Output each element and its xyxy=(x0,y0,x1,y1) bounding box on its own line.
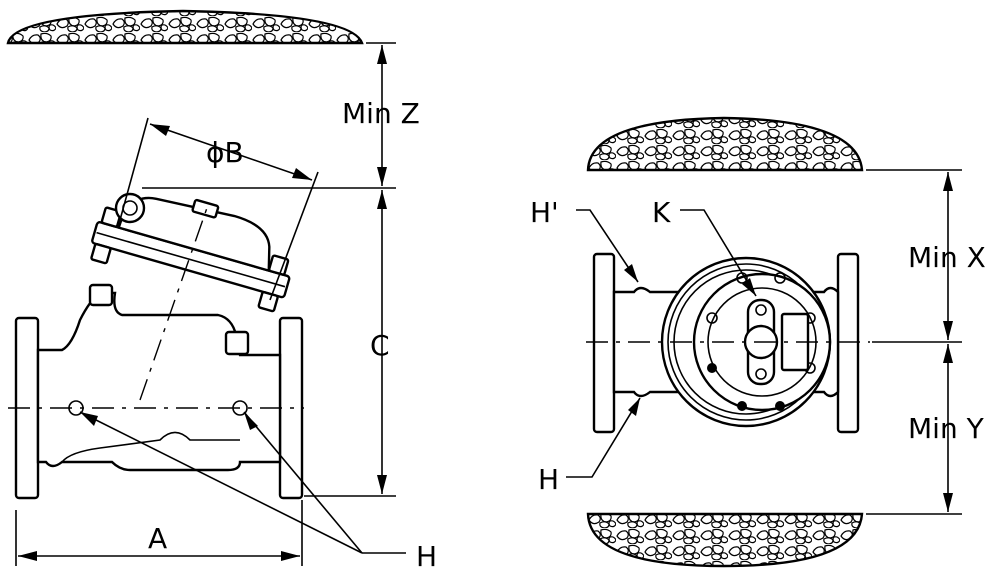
h-end-arrow xyxy=(628,398,640,416)
h-prime-leader xyxy=(576,209,639,283)
end-view: Min X Min Y H' K H xyxy=(530,116,986,568)
boss-hole-top xyxy=(755,304,767,316)
min-x-arrow-bottom xyxy=(943,321,953,340)
bolt-hole-8 xyxy=(706,312,718,324)
nut-lower-left xyxy=(88,283,114,307)
lifting-eye xyxy=(114,192,146,224)
end-left-flange xyxy=(592,252,616,434)
bolt-right-bottom xyxy=(257,291,279,313)
bolt-hole-7 xyxy=(707,363,717,373)
k-arrow xyxy=(742,278,756,296)
c-arrow-top xyxy=(377,190,387,209)
cover-boss xyxy=(191,198,220,219)
side-view: ϕB Min Z C A H xyxy=(6,9,437,572)
bolt-right-top xyxy=(268,254,290,276)
label-min-y: Min Y xyxy=(908,412,985,445)
h-leader-right xyxy=(243,411,363,554)
label-phi-b: ϕB xyxy=(206,136,244,169)
min-z-arrow-top xyxy=(377,45,387,64)
phib-ext-left xyxy=(119,117,149,221)
label-k: K xyxy=(652,196,671,229)
label-c: C xyxy=(370,329,390,362)
bolt-left-bottom xyxy=(90,243,112,265)
h-arrow-left xyxy=(80,412,98,426)
min-z-arrow-bottom xyxy=(377,167,387,186)
min-x-arrow-top xyxy=(943,172,953,191)
label-min-z: Min Z xyxy=(342,97,420,130)
phib-dimension-line xyxy=(149,123,313,181)
c-arrow-bottom xyxy=(377,475,387,494)
bottom-gravel-end xyxy=(586,512,864,568)
bonnet-assembly xyxy=(90,196,291,313)
bolt-hole-6 xyxy=(737,401,747,411)
phib-arrow-left xyxy=(150,124,170,136)
label-a: A xyxy=(148,522,167,555)
bonnet-flange-seam xyxy=(96,231,286,288)
h-prime-arrow xyxy=(624,264,638,282)
bolt-hole-5 xyxy=(775,401,785,411)
min-y-arrow-bottom xyxy=(943,493,953,512)
k-leader xyxy=(680,209,757,297)
label-h-end: H xyxy=(538,463,559,496)
nut-lower-right xyxy=(224,330,250,356)
a-arrow-right xyxy=(281,551,300,561)
port-hole-right xyxy=(232,400,248,416)
label-min-x: Min X xyxy=(908,241,986,274)
h-end-leader xyxy=(566,397,641,478)
phib-ext-right xyxy=(269,171,319,301)
label-h-side: H xyxy=(416,540,437,572)
port-hole-left xyxy=(68,400,84,416)
bonnet-axis xyxy=(139,204,209,401)
a-arrow-left xyxy=(18,551,37,561)
h-leader-left xyxy=(79,411,363,554)
boss-hole-bottom xyxy=(755,368,767,380)
top-gravel-side xyxy=(6,9,364,45)
end-right-flange xyxy=(836,252,860,434)
body-inner-line xyxy=(61,431,240,463)
min-y-arrow-top xyxy=(943,344,953,363)
label-h-prime: H' xyxy=(530,196,559,229)
top-gravel-end xyxy=(586,116,864,172)
h-arrow-right xyxy=(244,412,258,430)
bolt-hole-2 xyxy=(774,272,786,284)
phib-arrow-right xyxy=(292,168,312,180)
valve-body xyxy=(36,291,282,472)
